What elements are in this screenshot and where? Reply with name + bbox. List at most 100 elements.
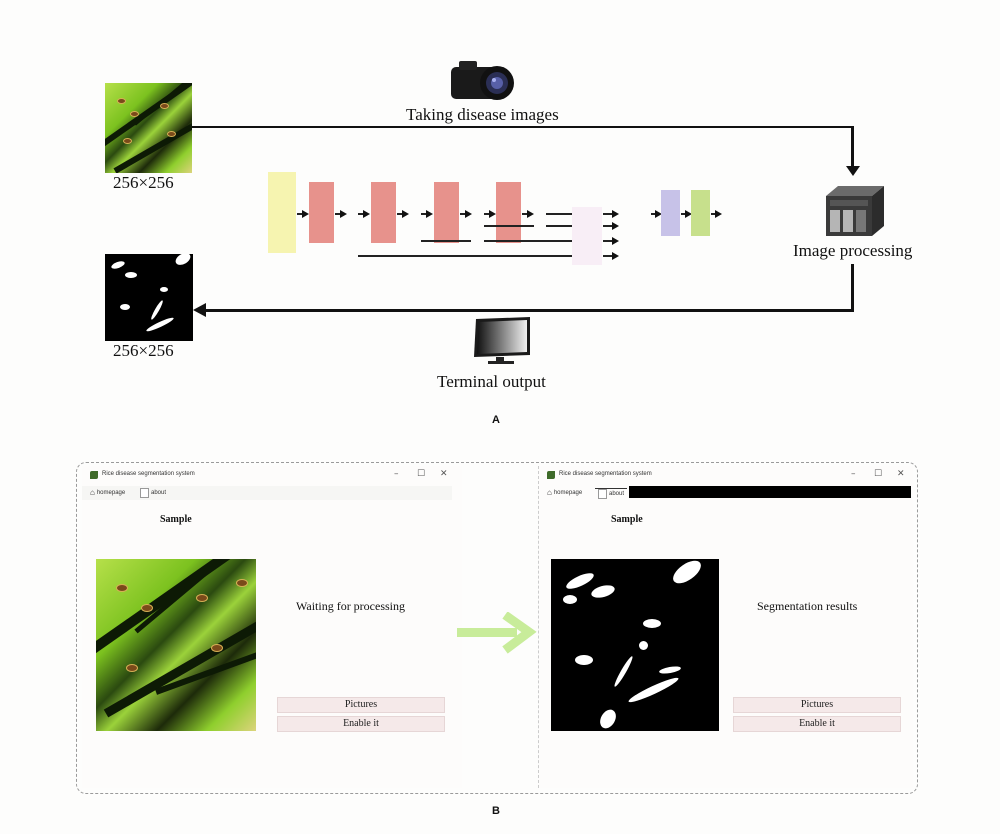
arrowhead [340, 210, 347, 218]
skip-line [546, 225, 572, 227]
tab-homepage[interactable]: ⌂ homepage [90, 488, 125, 497]
arrow [397, 213, 403, 215]
sample-leaf-image [96, 559, 256, 731]
status-text: Waiting for processing [296, 599, 406, 613]
network-diagram [250, 160, 750, 280]
arrowhead [612, 210, 619, 218]
arrow [484, 213, 490, 215]
input-leaf-image [105, 83, 192, 173]
tab-about-label: about [609, 491, 625, 497]
tab-about[interactable]: about [595, 488, 628, 499]
maximize-button[interactable]: ☐ [874, 469, 883, 479]
arrow [335, 213, 341, 215]
leaf-app-icon [90, 471, 98, 479]
home-icon: ⌂ [547, 488, 552, 497]
arrowhead [426, 210, 433, 218]
fusion-block [572, 207, 602, 265]
input-block [268, 172, 296, 253]
arrow [460, 213, 466, 215]
arrowhead [715, 210, 722, 218]
arrow [603, 225, 613, 227]
window-titlebar: Rice disease segmentation system – ☐ ✕ [539, 466, 913, 484]
app-window-after: Rice disease segmentation system – ☐ ✕ ⌂… [538, 466, 913, 788]
transition-arrow-icon [455, 611, 537, 654]
encoder-block-4 [496, 182, 521, 243]
window-tabs: ⌂ homepage about [539, 486, 913, 500]
minimize-button[interactable]: – [394, 469, 399, 479]
flow-arrow-to-processing-down [851, 126, 854, 168]
input-size-label: 256×256 [113, 173, 174, 192]
arrowhead [527, 210, 534, 218]
pictures-button[interactable]: Pictures [733, 697, 901, 713]
head-block-1 [661, 190, 680, 236]
arrowhead [302, 210, 309, 218]
arrowhead [685, 210, 692, 218]
arrow [603, 240, 613, 242]
arrow [421, 213, 427, 215]
arrow [711, 213, 716, 215]
flow-arrowhead-down [846, 166, 860, 176]
arrow [603, 213, 613, 215]
terminal-label: Terminal output [437, 372, 546, 391]
window-titlebar: Rice disease segmentation system – ☐ ✕ [82, 466, 462, 484]
skip-line [546, 213, 572, 215]
arrow [358, 213, 364, 215]
flow-arrow-to-output [205, 309, 854, 312]
sample-heading: Sample [611, 514, 643, 525]
arrow [297, 213, 303, 215]
skip-line [358, 255, 572, 257]
tab-about[interactable]: about [140, 488, 166, 498]
arrowhead [465, 210, 472, 218]
panel-b-letter: B [492, 805, 500, 817]
arrow [681, 213, 686, 215]
enable-button[interactable]: Enable it [277, 716, 445, 732]
server-icon [822, 184, 886, 238]
arrow [651, 213, 657, 215]
app-window-before: Rice disease segmentation system – ☐ ✕ ⌂… [82, 466, 462, 788]
arrowhead [612, 237, 619, 245]
camera-label: Taking disease images [406, 105, 559, 124]
document-icon [140, 488, 149, 498]
window-title: Rice disease segmentation system [102, 471, 195, 477]
window-tabs: ⌂ homepage about [82, 486, 452, 500]
encoder-block-1 [309, 182, 334, 243]
segmentation-mask-image [551, 559, 719, 731]
flow-arrow-from-processing-down [851, 264, 854, 312]
arrowhead [489, 210, 496, 218]
camera-icon [449, 57, 521, 101]
sample-heading: Sample [160, 514, 192, 525]
maximize-button[interactable]: ☐ [417, 469, 426, 479]
home-icon: ⌂ [90, 488, 95, 497]
flow-arrow-to-processing [192, 126, 853, 128]
pictures-button[interactable]: Pictures [277, 697, 445, 713]
output-size-label: 256×256 [113, 341, 174, 360]
arrowhead [363, 210, 370, 218]
encoder-block-2 [371, 182, 396, 243]
close-button[interactable]: ✕ [440, 469, 448, 479]
enable-button[interactable]: Enable it [733, 716, 901, 732]
head-block-2 [691, 190, 710, 236]
document-icon [598, 489, 607, 499]
status-text: Segmentation results [757, 599, 858, 613]
skip-line [421, 240, 471, 242]
arrowhead [402, 210, 409, 218]
arrowhead [655, 210, 662, 218]
encoder-block-3 [434, 182, 459, 243]
tab-homepage[interactable]: ⌂ homepage [547, 488, 582, 497]
processing-label: Image processing [793, 241, 913, 260]
tab-homepage-label: homepage [553, 489, 583, 496]
skip-line [484, 225, 534, 227]
arrowhead [612, 222, 619, 230]
tab-bar-fill [629, 486, 911, 498]
panel-a-letter: A [492, 414, 500, 426]
monitor-icon [470, 317, 532, 365]
output-mask-image [105, 254, 193, 341]
flow-arrowhead-left [193, 303, 206, 317]
tab-about-label: about [151, 490, 167, 496]
panel-b-frame [76, 462, 918, 794]
leaf-app-icon [547, 471, 555, 479]
tab-homepage-label: homepage [96, 489, 126, 496]
close-button[interactable]: ✕ [897, 469, 905, 479]
arrow [603, 255, 613, 257]
minimize-button[interactable]: – [851, 469, 856, 479]
